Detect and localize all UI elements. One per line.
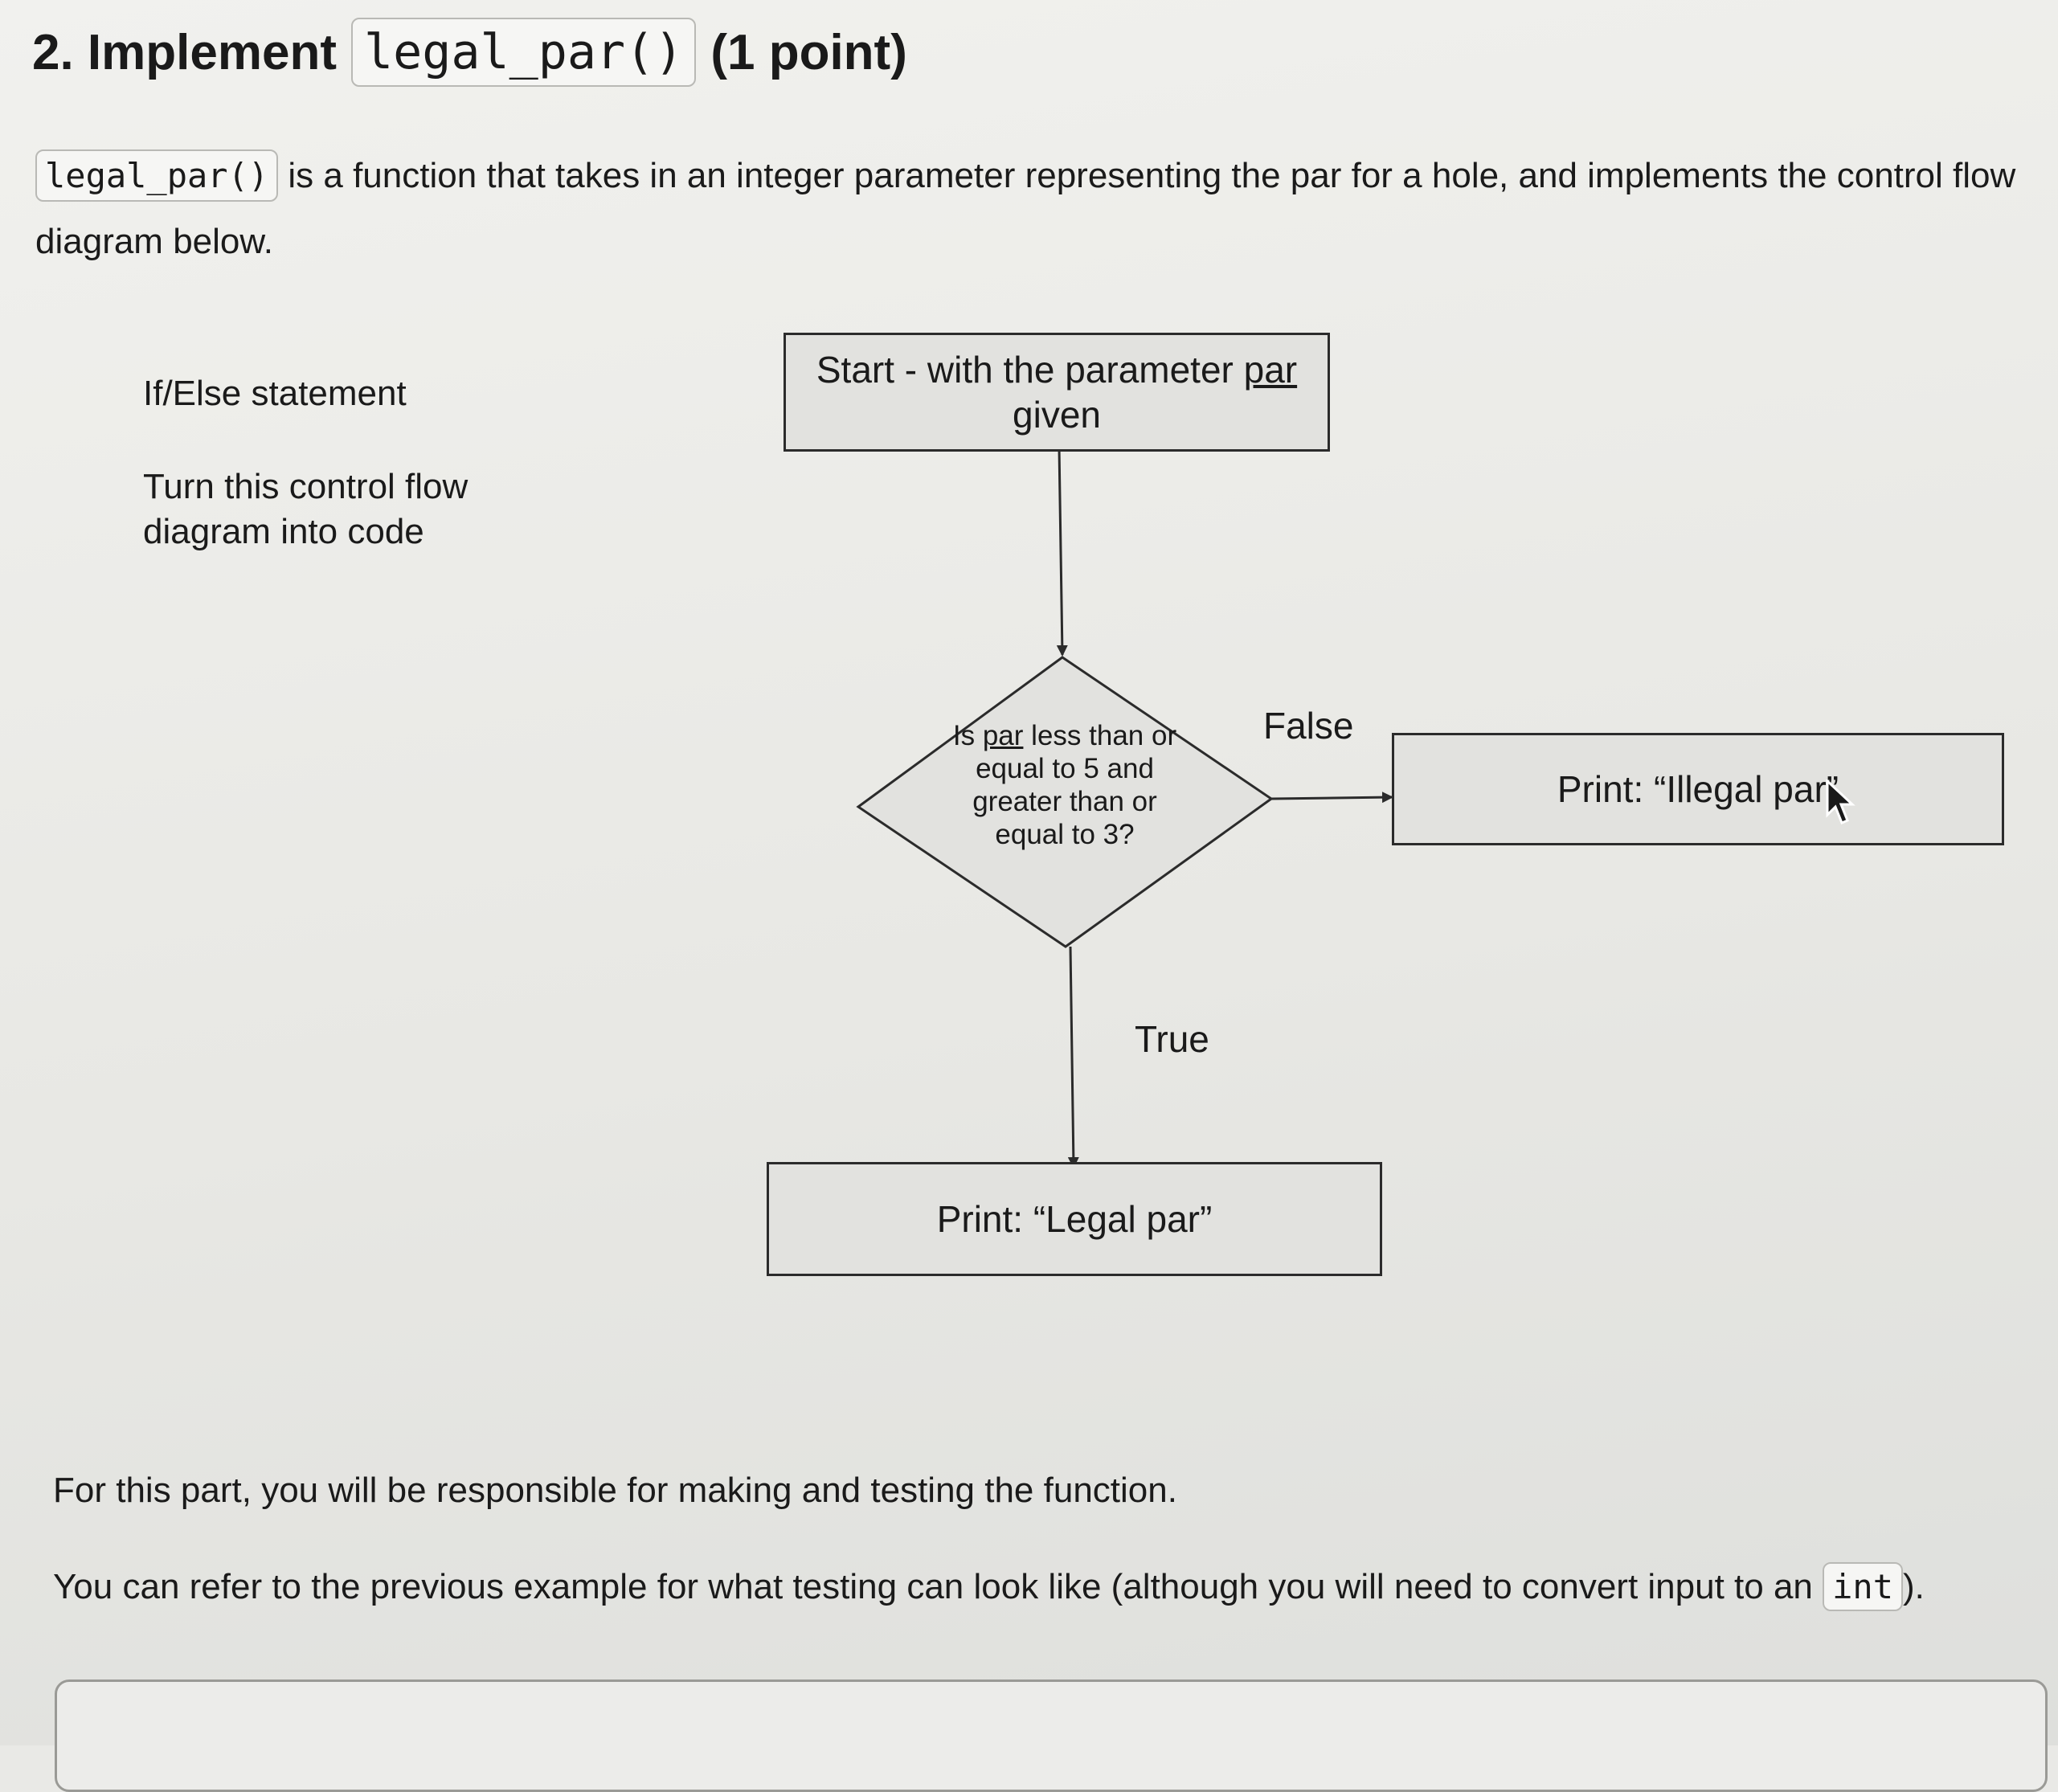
true-arrow bbox=[1067, 946, 1079, 1168]
flow-diagram bbox=[856, 446, 1393, 1168]
false-label: False bbox=[1263, 705, 1354, 747]
start-param: par bbox=[1243, 349, 1298, 391]
instruction-note: Turn this control flow diagram into code bbox=[143, 464, 468, 554]
decision-text: Is par less than or equal to 5 and great… bbox=[948, 719, 1181, 851]
illegal-par-output-text: Print: “Illegal par” bbox=[1557, 768, 1839, 810]
start-box: Start - with the parameter par given bbox=[784, 333, 1330, 452]
start-text: Start - with the parameter bbox=[816, 349, 1234, 391]
instruction-line-2: diagram into code bbox=[143, 512, 424, 551]
testing-reference-prefix: You can refer to the previous example fo… bbox=[53, 1567, 1813, 1606]
question-heading: 2. Implement legal_par() (1 point) bbox=[32, 18, 907, 87]
responsibility-text: For this part, you will be responsible f… bbox=[53, 1471, 1177, 1510]
decision-prefix: Is bbox=[952, 720, 976, 751]
decision-diamond bbox=[856, 656, 1274, 948]
start-suffix: given bbox=[1013, 394, 1101, 436]
intro-function-code: legal_par() bbox=[35, 149, 279, 202]
int-code: int bbox=[1823, 1562, 1903, 1611]
decision-condition: less than or equal to 5 and greater than… bbox=[972, 720, 1177, 850]
mouse-cursor-icon bbox=[1826, 779, 1855, 824]
illegal-par-output-box: Print: “Illegal par” bbox=[1392, 733, 2004, 845]
intro-text: is a function that takes in an integer p… bbox=[35, 156, 2016, 261]
testing-reference-text: You can refer to the previous example fo… bbox=[53, 1562, 1925, 1611]
false-arrow bbox=[1270, 792, 1393, 804]
heading-points: (1 point) bbox=[710, 24, 907, 80]
intro-paragraph: legal_par() is a function that takes in … bbox=[35, 143, 2028, 275]
decision-param: par bbox=[982, 720, 1024, 751]
true-label: True bbox=[1135, 1018, 1209, 1060]
heading-prefix: 2. Implement bbox=[32, 24, 337, 80]
legal-par-output-box: Print: “Legal par” bbox=[767, 1162, 1382, 1276]
instruction-line-1: Turn this control flow bbox=[143, 467, 468, 506]
testing-reference-suffix: ). bbox=[1903, 1567, 1925, 1606]
answer-input-box[interactable] bbox=[55, 1679, 2048, 1792]
heading-function-code: legal_par() bbox=[351, 18, 697, 87]
legal-par-output-text: Print: “Legal par” bbox=[936, 1198, 1213, 1240]
start-to-decision-arrow bbox=[1056, 446, 1068, 657]
statement-type-note: If/Else statement bbox=[143, 374, 407, 413]
